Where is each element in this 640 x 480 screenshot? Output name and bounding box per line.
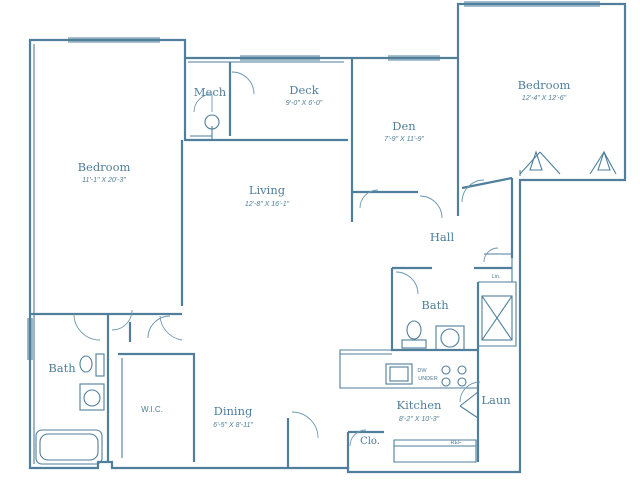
hall-name: Hall [430, 230, 455, 244]
shower-icon [481, 295, 513, 341]
closet-name: Clo. [360, 436, 380, 447]
sink-icon [79, 383, 105, 411]
fixture-labels: DW UNDER REF [417, 368, 462, 446]
laundry-name: Laun [481, 393, 511, 407]
refrigerator-label: REF [451, 440, 463, 446]
living-dims: 12'-8" X 16'-1" [245, 201, 290, 208]
bath-left-name: Bath [48, 361, 76, 375]
water-heater-icon [204, 114, 220, 130]
stove-icon [441, 365, 451, 375]
dishwasher-label: DW [417, 368, 427, 374]
windows [27, 1, 600, 360]
outer-walls [28, 2, 627, 474]
deck-dims: 9'-0" X 6'-0" [286, 100, 323, 107]
kitchen-name: Kitchen [397, 398, 443, 412]
sink-icon [435, 325, 465, 351]
kitchen-dims: 8'-2" X 10'-3" [399, 416, 440, 423]
bedroom-left-dims: 11'-1" X 20'-3" [82, 177, 126, 184]
mech-name: Mech [194, 85, 227, 99]
dining-name: Dining [214, 404, 253, 418]
dining-dims: 6'-5" X 8'-11" [213, 422, 253, 429]
fixtures [35, 114, 513, 465]
bedroom-left-name: Bedroom [78, 160, 131, 174]
bedroom-right-dims: 12'-4" X 12'-6" [522, 95, 567, 102]
den-name: Den [392, 119, 416, 133]
bath-center-name: Bath [421, 298, 449, 312]
door-swings [73, 71, 617, 447]
toilet-icon [406, 320, 422, 340]
bedroom-right-name: Bedroom [518, 78, 571, 92]
kitchen-sink-icon [385, 363, 413, 385]
wic-name: W.I.C. [141, 405, 163, 414]
toilet-icon [79, 355, 93, 373]
living-name: Living [249, 183, 286, 197]
under-label: UNDER [418, 376, 438, 382]
deck-name: Deck [289, 83, 319, 97]
room-labels: Bedroom 11'-1" X 20'-3" Mech Deck 9'-0" … [48, 78, 570, 447]
interior-walls [30, 58, 521, 468]
linen-name: Lin. [492, 274, 501, 280]
den-dims: 7'-9" X 11'-9" [384, 136, 424, 143]
bathtub-icon [35, 429, 103, 465]
